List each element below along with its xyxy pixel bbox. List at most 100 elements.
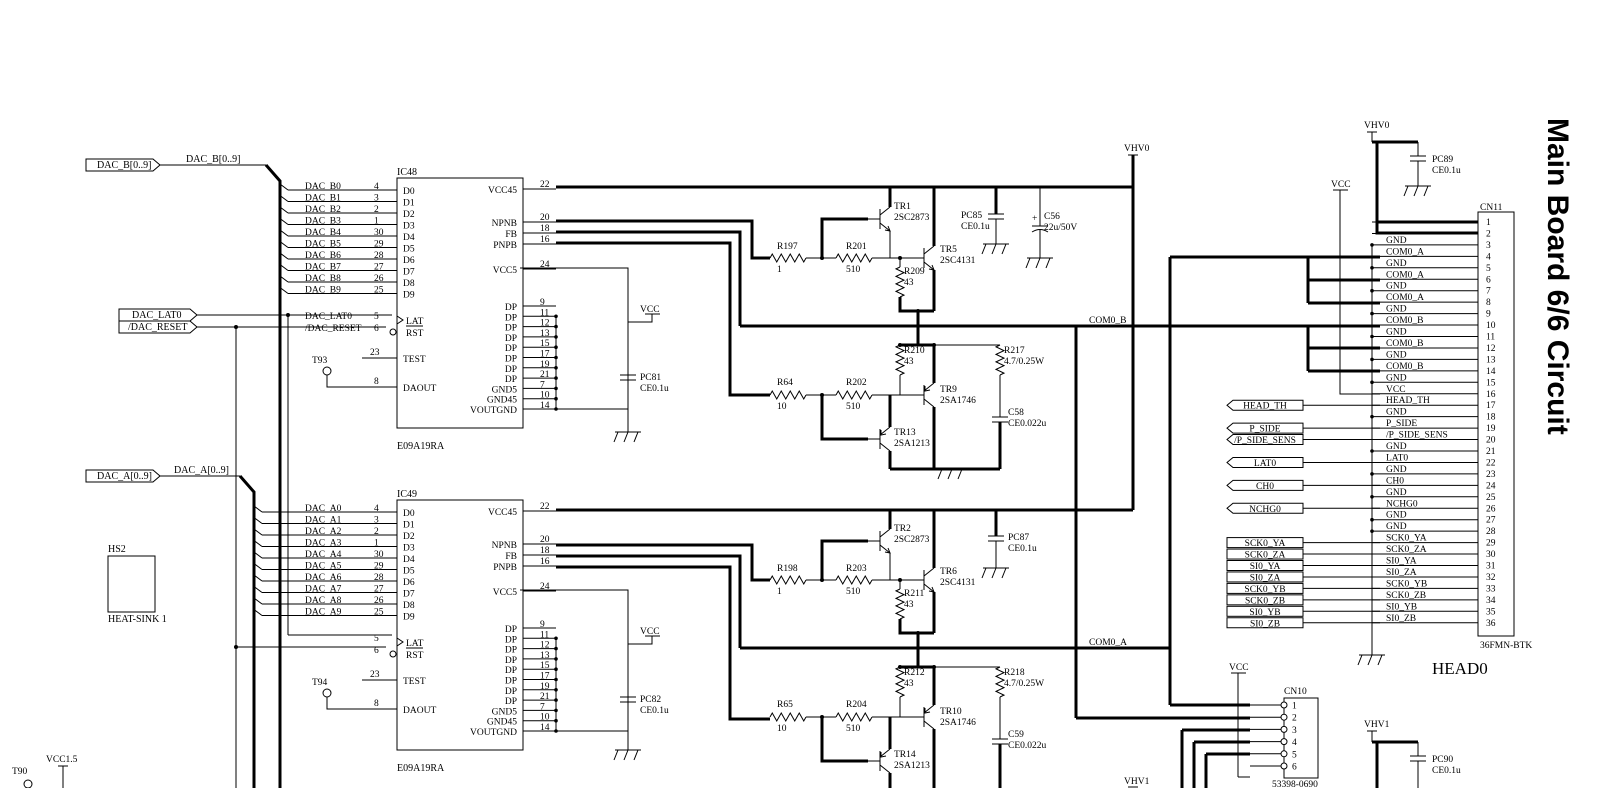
cn11-pin-number: 4 <box>1486 252 1491 262</box>
cn11-signal: SCK0_ZB <box>1386 591 1426 601</box>
svg-text:DP: DP <box>505 635 517 645</box>
cn11-pin-number: 5 <box>1486 264 1491 274</box>
svg-text:PNPB: PNPB <box>493 563 517 573</box>
vcc-symbol-ic49: VCC <box>640 627 660 637</box>
svg-text:DP: DP <box>505 313 517 323</box>
cn11-signal: COM0_B <box>1386 339 1423 349</box>
svg-text:10: 10 <box>777 402 787 412</box>
heat-sink-hs2: HS2 HEAT-SINK 1 <box>107 544 167 625</box>
cn11-signal: GND <box>1386 522 1407 532</box>
svg-text:VCC: VCC <box>1331 180 1351 190</box>
pin-number: 3 <box>374 516 379 526</box>
svg-text:CN10: CN10 <box>1284 687 1307 697</box>
svg-text:DAOUT: DAOUT <box>403 384 436 394</box>
svg-text:CN11: CN11 <box>1480 203 1503 213</box>
svg-text:DP: DP <box>505 334 517 344</box>
ground-icon <box>1025 257 1053 269</box>
svg-text:VCC5: VCC5 <box>493 266 518 276</box>
pin-net: DAC_B0 <box>305 182 341 192</box>
pin-number: 27 <box>374 585 384 595</box>
svg-text:4.7/0.25W: 4.7/0.25W <box>1004 679 1044 689</box>
pc90-capacitor: PC90 CE0.1u <box>1410 742 1461 788</box>
svg-text:12: 12 <box>540 319 550 329</box>
svg-text:17: 17 <box>540 350 550 360</box>
svg-text:GND45: GND45 <box>487 396 517 406</box>
svg-text:GND5: GND5 <box>492 707 518 717</box>
ground-icon <box>937 468 965 480</box>
svg-text:R212: R212 <box>904 668 925 678</box>
svg-text:12: 12 <box>540 641 550 651</box>
pin-number: 28 <box>374 251 384 261</box>
cn11-pin-number: 7 <box>1486 287 1491 297</box>
svg-text:14: 14 <box>540 723 550 733</box>
svg-text:13: 13 <box>540 651 550 661</box>
cn11-signal: COM0_B <box>1386 316 1423 326</box>
svg-text:DP: DP <box>505 365 517 375</box>
svg-text:LAT: LAT <box>406 317 424 327</box>
pin-number: 27 <box>374 263 384 273</box>
pin-number: 4 <box>374 182 379 192</box>
cn11-signal: COM0_A <box>1386 293 1424 303</box>
pin-name: D4 <box>403 233 415 243</box>
svg-text:22: 22 <box>540 502 550 512</box>
ic-ref: IC48 <box>397 167 417 178</box>
svg-text:5: 5 <box>374 312 379 322</box>
svg-text:CE0.1u: CE0.1u <box>640 384 669 394</box>
ground-icon <box>613 431 641 443</box>
svg-text:DP: DP <box>505 677 517 687</box>
dac-b-bus-label: DAC_B[0..9] <box>186 154 240 165</box>
svg-text:VCC45: VCC45 <box>488 508 517 518</box>
svg-text:36FMN-BTK: 36FMN-BTK <box>1480 641 1532 651</box>
head0-label: HEAD0 <box>1432 659 1488 678</box>
pin-net: DAC_B6 <box>305 251 341 261</box>
svg-text:22: 22 <box>540 180 550 190</box>
svg-text:43: 43 <box>904 278 914 288</box>
pin-net: DAC_A1 <box>305 516 342 526</box>
svg-text:VOUTGND: VOUTGND <box>470 406 517 416</box>
cn11-signal: GND <box>1386 511 1407 521</box>
svg-text:24: 24 <box>540 582 550 592</box>
cn11-signal: GND <box>1386 282 1407 292</box>
svg-text:2SA1746: 2SA1746 <box>940 718 976 728</box>
cn11-signal: P_SIDE <box>1386 419 1417 429</box>
svg-text:PC81: PC81 <box>640 373 661 383</box>
cn11-signal: VCC <box>1386 385 1406 395</box>
svg-text:FB: FB <box>505 230 517 240</box>
cn11-signal: GND <box>1386 373 1407 383</box>
svg-text:510: 510 <box>846 265 861 275</box>
svg-text:SI0_ZA: SI0_ZA <box>1250 573 1281 583</box>
svg-text:7: 7 <box>540 702 545 712</box>
svg-text:R204: R204 <box>846 700 867 710</box>
pin-number: 30 <box>374 550 384 560</box>
ic-body <box>396 499 524 751</box>
cn11-signal: /P_SIDE_SENS <box>1386 431 1448 441</box>
svg-text:23: 23 <box>370 670 380 680</box>
svg-text:GND5: GND5 <box>492 385 518 395</box>
svg-text:DP: DP <box>505 666 517 676</box>
cn11-pin-number: 32 <box>1486 573 1496 583</box>
cn11-pin-number: 36 <box>1486 619 1496 629</box>
svg-text:2SC2873: 2SC2873 <box>894 213 930 223</box>
svg-text:CE0.1u: CE0.1u <box>961 222 990 232</box>
svg-text:CE0.1u: CE0.1u <box>1432 166 1461 176</box>
pin-name: D2 <box>403 210 415 220</box>
svg-text:R203: R203 <box>846 564 867 574</box>
svg-text:21: 21 <box>540 370 550 380</box>
svg-text:SI0_ZB: SI0_ZB <box>1250 619 1280 629</box>
svg-text:VHV0: VHV0 <box>1124 144 1150 154</box>
cn11-pin-number: 2 <box>1486 229 1491 239</box>
svg-text:/DAC_RESET: /DAC_RESET <box>305 324 362 334</box>
svg-text:16: 16 <box>540 557 550 567</box>
sheet-title: Main Board 6/6 Circuit <box>1541 118 1574 435</box>
svg-text:510: 510 <box>846 402 861 412</box>
pin-net: DAC_B2 <box>305 205 341 215</box>
vhv1-right-symbol: VHV1 <box>1364 720 1390 732</box>
vcc-cn11-symbol: VCC <box>1331 180 1351 191</box>
svg-text:TEST: TEST <box>403 677 426 687</box>
cn11-pin-number: 25 <box>1486 493 1496 503</box>
pin-net: DAC_A2 <box>305 527 342 537</box>
svg-text:43: 43 <box>904 357 914 367</box>
c56-capacitor: C56 22u/50V + <box>1031 187 1077 258</box>
svg-text:VOUTGND: VOUTGND <box>470 728 517 738</box>
